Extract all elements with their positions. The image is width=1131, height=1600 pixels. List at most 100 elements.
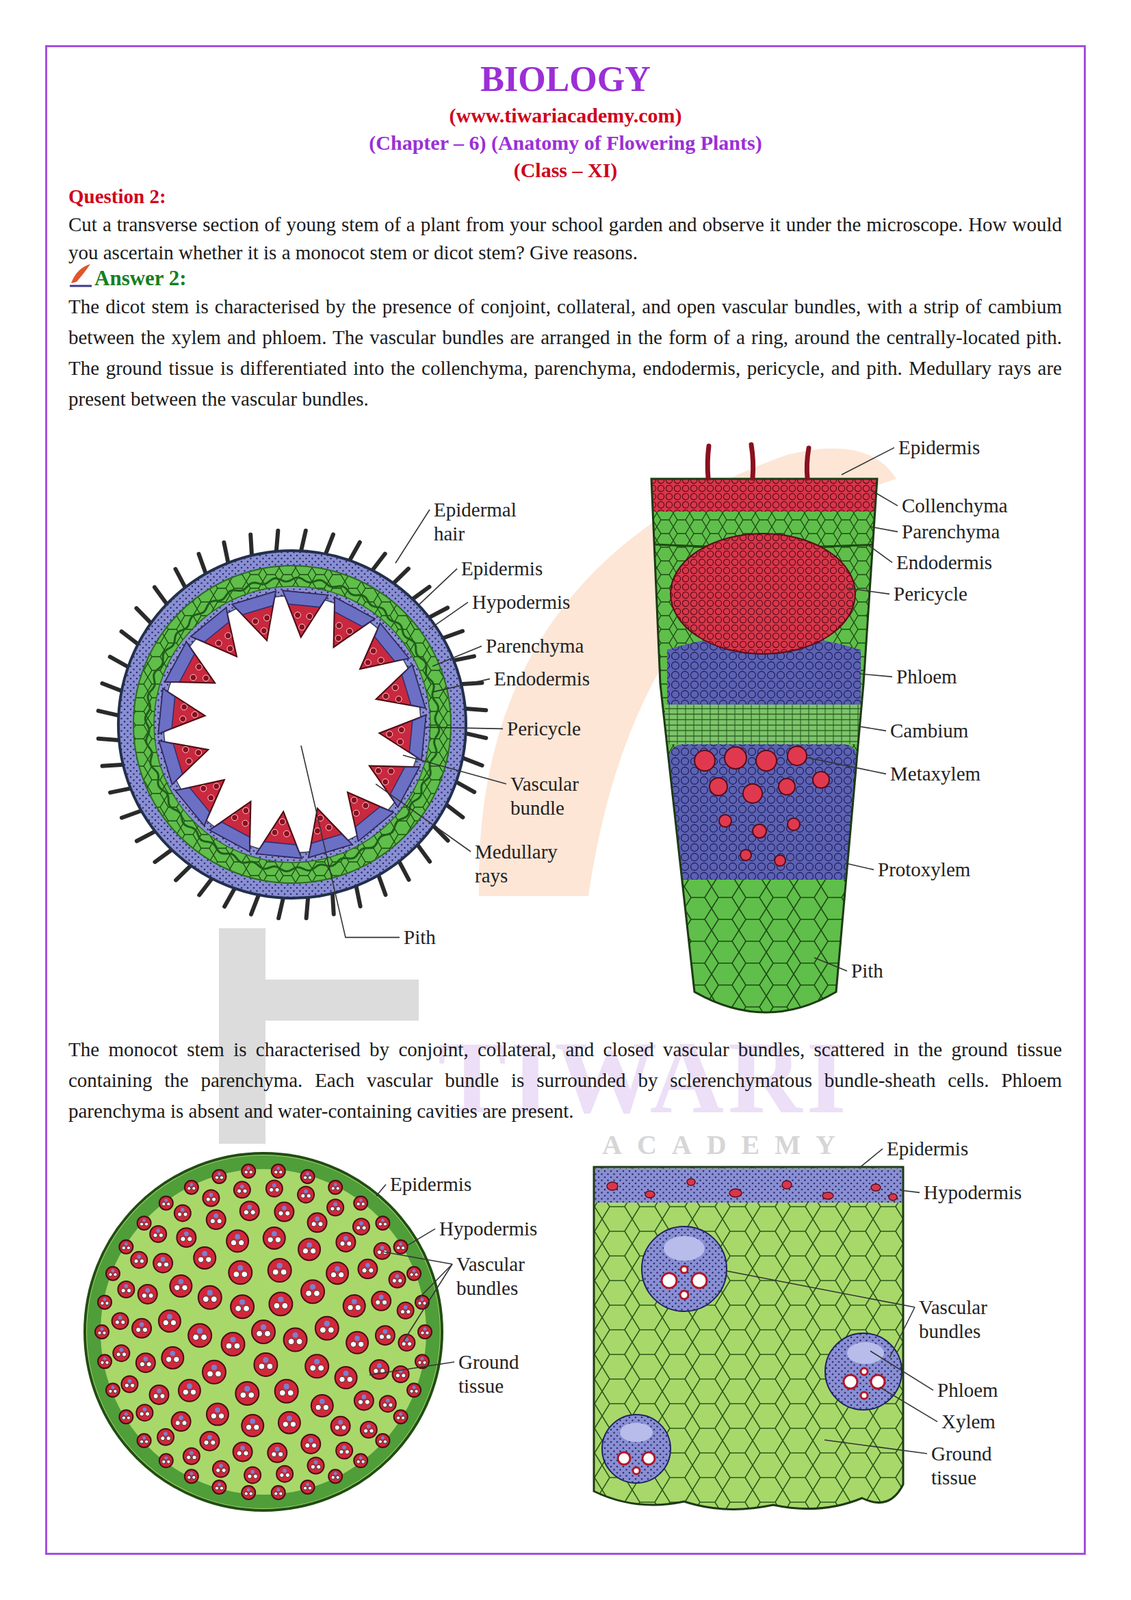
xylem-vessel — [309, 1248, 316, 1255]
vascular-bundle — [232, 591, 277, 642]
leader-line — [726, 1271, 915, 1308]
xylem-vessel — [319, 1327, 326, 1334]
phloem-patch — [423, 1328, 427, 1332]
xylem-vessel — [238, 1240, 245, 1246]
xylem-vessel — [210, 1218, 215, 1224]
phloem-patch — [272, 1183, 277, 1188]
vascular-bundle — [407, 1267, 421, 1281]
part-label: Xylem — [941, 1410, 996, 1435]
vascular-bundle — [212, 1480, 226, 1495]
phloem-patch — [361, 1395, 367, 1400]
xylem-vessel — [335, 1187, 340, 1191]
vascular-bundle — [328, 1469, 343, 1484]
xylem-vessel — [401, 1246, 406, 1251]
vascular-bundle — [347, 792, 394, 841]
phloem-patch — [189, 1472, 193, 1476]
xylem-vessel — [339, 1449, 344, 1454]
vascular-bundle — [375, 1216, 390, 1231]
xylem-vessel — [219, 1176, 224, 1180]
vascular-bundle — [106, 1383, 120, 1398]
xylem-vessel — [272, 1269, 279, 1276]
vascular-bundle — [149, 1385, 169, 1405]
xylem-vessel — [162, 1319, 169, 1326]
part-label: Pith — [403, 925, 436, 950]
xylem-vessel — [105, 1360, 109, 1365]
xylem-vessel — [283, 830, 291, 837]
xylem-vessel — [422, 1302, 427, 1306]
xylem-vessel — [305, 1290, 312, 1297]
leader-line — [301, 745, 400, 938]
part-label: Hypodermis — [439, 1217, 538, 1242]
xylem-vessel — [361, 1226, 367, 1231]
header-line: (www.tiwariacademy.com) — [45, 104, 1086, 128]
phloem-patch — [309, 1284, 316, 1290]
xylem-vessel — [264, 1330, 271, 1337]
xylem-vessel — [190, 1389, 196, 1396]
vascular-bundle — [253, 1353, 278, 1377]
vascular-bundle — [233, 1442, 253, 1462]
phloem-cap — [374, 623, 410, 661]
phloem-patch — [139, 1322, 145, 1328]
dicot-stem-section — [98, 530, 487, 919]
phloem-patch — [214, 1407, 221, 1413]
xylem-vessel — [213, 783, 220, 790]
phloem-patch — [156, 1228, 161, 1233]
vascular-bundle — [359, 623, 409, 670]
xylem-vessel — [303, 1176, 307, 1180]
vascular-bundle — [354, 1391, 374, 1411]
vascular-bundle — [369, 1360, 389, 1380]
xylem-vessel — [234, 1343, 241, 1350]
vascular-bundle — [335, 1443, 353, 1460]
vascular-bundle — [371, 1291, 391, 1311]
vascular-bundle — [241, 1414, 264, 1437]
part-label: Pericycle — [507, 717, 581, 741]
phloem-patch — [143, 1356, 148, 1362]
vascular-bundle — [175, 780, 225, 826]
vascular-bundle — [188, 1323, 212, 1348]
epidermal-hair — [98, 738, 121, 741]
vascular-bundle — [297, 1186, 315, 1203]
phloem-patch — [145, 1288, 150, 1294]
phloem-patch — [292, 1332, 299, 1339]
xylem-vessel — [225, 1343, 232, 1350]
xylem-vessel — [401, 1416, 406, 1420]
phloem-patch — [282, 1469, 287, 1474]
part-label: Epidermis — [898, 435, 980, 460]
phloem-patch — [420, 1297, 425, 1302]
vascular-bundle — [353, 1196, 368, 1211]
xylem-vessel — [396, 1246, 401, 1251]
phloem-patch — [166, 1314, 173, 1320]
answer-text: The monocot stem is characterised by con… — [68, 1034, 1062, 1127]
xylem-vessel — [250, 1210, 256, 1216]
xylem-vessel — [425, 1331, 429, 1335]
vascular-bundle — [193, 1247, 216, 1270]
vascular-bundle — [397, 1302, 414, 1320]
vascular-bundle — [346, 1332, 369, 1355]
xylem-vessel — [279, 1492, 283, 1496]
phloem-patch — [403, 1305, 408, 1310]
phloem-patch — [124, 1412, 128, 1417]
xylem-vessel — [264, 615, 271, 622]
phloem-patch — [237, 1265, 243, 1271]
xylem-vessel — [202, 1296, 209, 1303]
phloem-patch — [119, 1347, 124, 1352]
xylem-vessel — [279, 1170, 283, 1175]
epidermal-hair — [251, 893, 260, 915]
xylem-vessel — [121, 1246, 126, 1251]
vascular-bundle — [301, 1434, 321, 1454]
xylem-vessel — [330, 1271, 336, 1278]
xylem-vessel — [382, 1403, 387, 1408]
xylem-vessel — [139, 1222, 143, 1227]
leader-line — [433, 678, 490, 692]
leader-line — [418, 568, 458, 605]
xylem-vessel — [364, 1399, 370, 1405]
vascular-bundle — [244, 1466, 261, 1484]
epidermal-hair — [121, 631, 140, 646]
phloem-patch — [359, 1456, 363, 1461]
epidermal-hair — [154, 849, 173, 863]
phloem-cap — [190, 608, 229, 643]
xylem-vessel — [306, 613, 313, 620]
phloem-patch — [277, 1296, 284, 1303]
vascular-bundle — [241, 1486, 256, 1500]
vascular-bundle — [138, 1284, 158, 1305]
